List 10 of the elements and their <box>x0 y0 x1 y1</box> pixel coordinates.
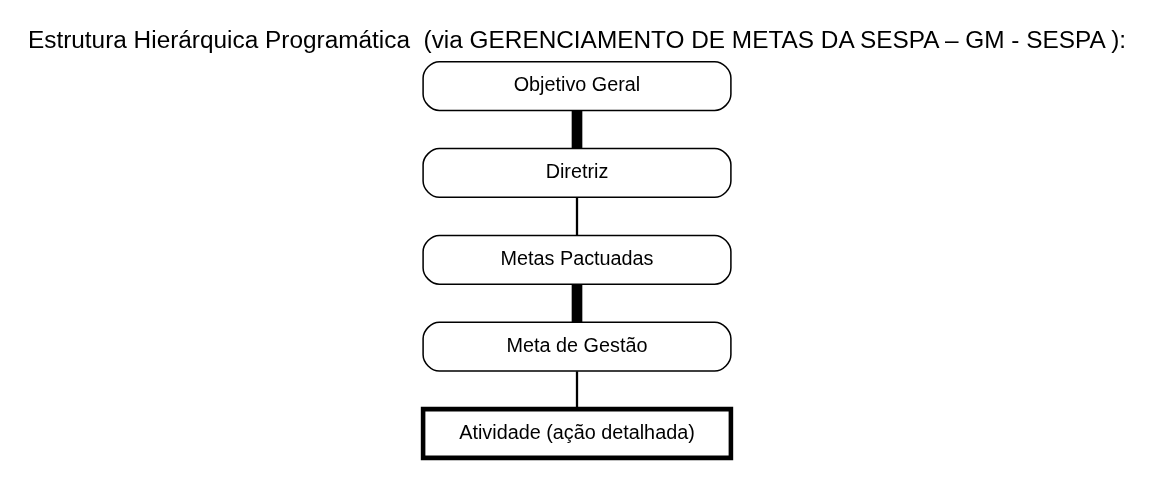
connector <box>575 197 579 236</box>
connector <box>575 371 579 410</box>
node-box: Atividade (ação detalhada) <box>420 406 734 461</box>
node-box: Meta de Gestão <box>422 321 732 372</box>
connector <box>571 284 583 323</box>
node-box: Objetivo Geral <box>422 60 732 112</box>
node-box: Metas Pactuadas <box>422 234 732 285</box>
diagram-title: Estrutura Hierárquica Programática (via GERENCIAMENTO DE METAS DA SESPA – GM - SESPA ): <box>27 25 1127 53</box>
connector <box>571 110 583 149</box>
node-box: Diretriz <box>422 147 732 199</box>
